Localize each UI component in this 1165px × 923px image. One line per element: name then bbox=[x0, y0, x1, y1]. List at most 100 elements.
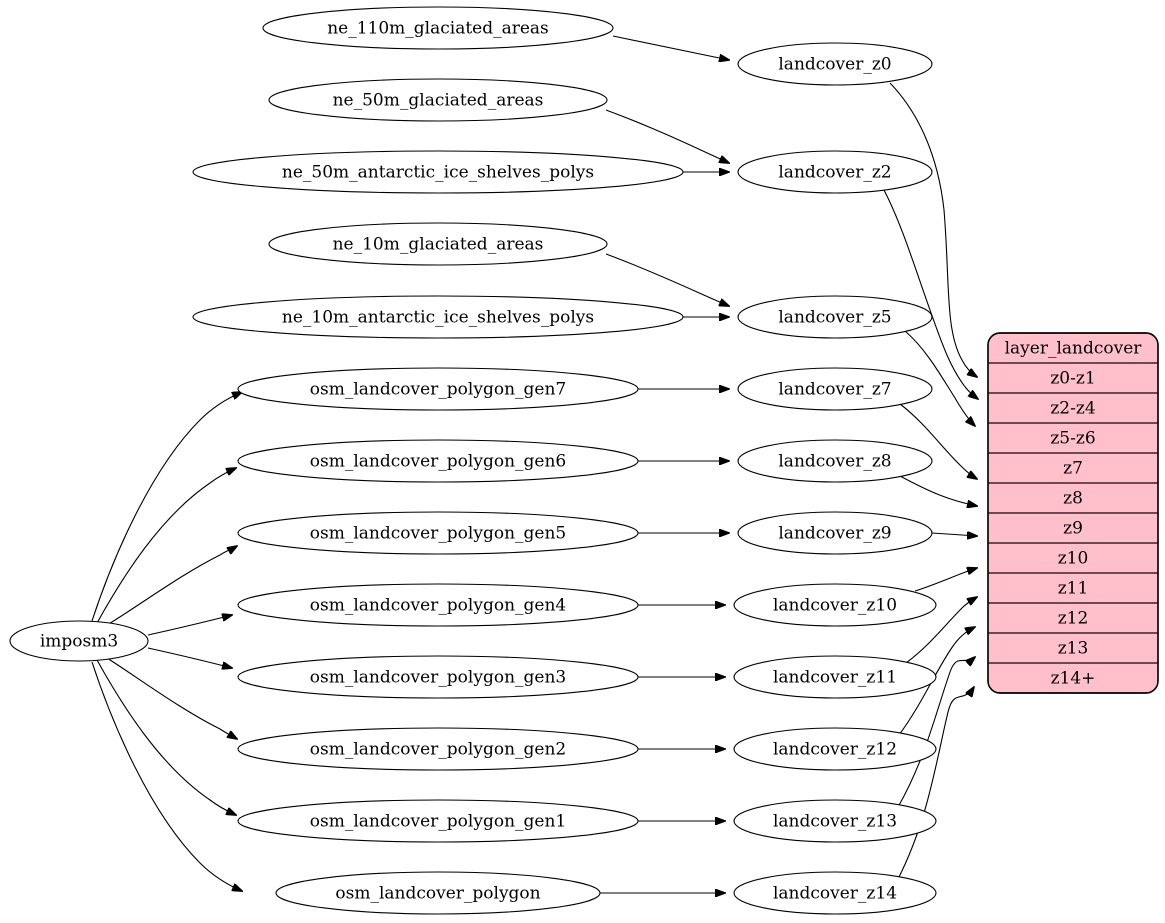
node-gen5[interactable]: osm_landcover_polygon_gen5 bbox=[237, 511, 639, 555]
node-ellipse-lz10 bbox=[733, 583, 937, 627]
node-ellipse-gen1 bbox=[237, 799, 639, 843]
node-label-lz11: landcover_z11 bbox=[773, 668, 897, 688]
node-gen4[interactable]: osm_landcover_polygon_gen4 bbox=[237, 583, 639, 627]
node-ellipse-lz2 bbox=[737, 150, 933, 194]
node-gen6[interactable]: osm_landcover_polygon_gen6 bbox=[237, 439, 639, 483]
record-row-label-2: z5-z6 bbox=[1050, 429, 1095, 449]
node-label-lz13: landcover_z13 bbox=[773, 812, 897, 832]
edge-imposm3-to-gen7 bbox=[91, 392, 242, 622]
record-row-label-9: z13 bbox=[1058, 639, 1089, 659]
edge-imposm3-to-gen3 bbox=[147, 647, 232, 668]
record-row-label-7: z11 bbox=[1058, 579, 1089, 599]
edge-lz14-to-row10 bbox=[897, 687, 974, 880]
node-label-ne50g: ne_50m_glaciated_areas bbox=[333, 91, 544, 111]
node-lz14[interactable]: landcover_z14 bbox=[733, 871, 937, 915]
node-ellipse-lz5 bbox=[737, 295, 933, 339]
node-gen1[interactable]: osm_landcover_polygon_gen1 bbox=[237, 799, 639, 843]
record-row-label-8: z12 bbox=[1058, 609, 1089, 629]
edge-imposm3-to-gen4 bbox=[147, 615, 232, 636]
record-table-title: layer_landcover bbox=[1005, 339, 1143, 359]
node-label-ne10g: ne_10m_glaciated_areas bbox=[333, 235, 544, 255]
edge-lz7-to-row3 bbox=[899, 403, 977, 479]
node-ellipse-lz12 bbox=[733, 727, 937, 771]
node-label-imposm3: imposm3 bbox=[40, 632, 118, 652]
node-ellipse-ne50a bbox=[192, 150, 684, 194]
node-imposm3[interactable]: imposm3 bbox=[9, 620, 149, 662]
record-row-label-0: z0-z1 bbox=[1050, 369, 1095, 389]
edge-imposm3-to-gen2 bbox=[106, 657, 237, 739]
node-label-lz10: landcover_z10 bbox=[773, 596, 897, 616]
node-ne50g[interactable]: ne_50m_glaciated_areas bbox=[268, 78, 608, 122]
node-label-ne50a: ne_50m_antarctic_ice_shelves_polys bbox=[282, 163, 594, 183]
node-label-lz2: landcover_z2 bbox=[778, 163, 891, 183]
node-gen0[interactable]: osm_landcover_polygon bbox=[275, 871, 601, 915]
node-ellipse-lz9 bbox=[737, 511, 933, 555]
node-gen3[interactable]: osm_landcover_polygon_gen3 bbox=[237, 655, 639, 699]
edge-imposm3-to-gen0 bbox=[91, 661, 242, 891]
node-lz9[interactable]: landcover_z9 bbox=[737, 511, 933, 555]
node-gen7[interactable]: osm_landcover_polygon_gen7 bbox=[237, 367, 639, 411]
node-ellipse-lz13 bbox=[733, 799, 937, 843]
node-label-lz9: landcover_z9 bbox=[778, 524, 891, 544]
node-lz12[interactable]: landcover_z12 bbox=[733, 727, 937, 771]
node-label-lz14: landcover_z14 bbox=[773, 884, 897, 904]
edge-layer bbox=[91, 35, 978, 893]
node-ellipse-lz11 bbox=[733, 655, 937, 699]
edge-lz0-to-row0 bbox=[889, 82, 977, 377]
record-row-label-1: z2-z4 bbox=[1050, 399, 1095, 419]
record-table-layer_landcover[interactable]: layer_landcoverz0-z1z2-z4z5-z6z7z8z9z10z… bbox=[987, 332, 1159, 694]
node-label-gen2: osm_landcover_polygon_gen2 bbox=[310, 740, 566, 760]
node-ellipse-lz7 bbox=[737, 367, 933, 411]
node-lz10[interactable]: landcover_z10 bbox=[733, 583, 937, 627]
node-lz8[interactable]: landcover_z8 bbox=[737, 439, 933, 483]
node-label-gen0: osm_landcover_polygon bbox=[335, 884, 540, 904]
node-ellipse-ne50g bbox=[268, 78, 608, 122]
record-row-label-3: z7 bbox=[1063, 459, 1083, 479]
edge-imposm3-to-gen5 bbox=[106, 546, 237, 626]
node-ellipse-gen6 bbox=[237, 439, 639, 483]
edge-lz12-to-row8 bbox=[898, 627, 975, 736]
edge-ne10g-to-lz5 bbox=[605, 253, 729, 306]
node-label-ne10a: ne_10m_antarctic_ice_shelves_polys bbox=[282, 308, 594, 328]
node-label-gen5: osm_landcover_polygon_gen5 bbox=[310, 524, 566, 544]
edge-lz13-to-row9 bbox=[897, 657, 975, 808]
node-ne10a[interactable]: ne_10m_antarctic_ice_shelves_polys bbox=[192, 295, 684, 339]
node-lz11[interactable]: landcover_z11 bbox=[733, 655, 937, 699]
edge-imposm3-to-gen1 bbox=[96, 659, 236, 815]
node-gen2[interactable]: osm_landcover_polygon_gen2 bbox=[237, 727, 639, 771]
node-ne50a[interactable]: ne_50m_antarctic_ice_shelves_polys bbox=[192, 150, 684, 194]
node-ellipse-gen7 bbox=[237, 367, 639, 411]
node-label-gen7: osm_landcover_polygon_gen7 bbox=[310, 380, 566, 400]
node-ellipse-ne10g bbox=[268, 222, 608, 266]
record-table-outline bbox=[987, 332, 1159, 694]
node-label-ne110g: ne_110m_glaciated_areas bbox=[327, 19, 549, 39]
node-ne110g[interactable]: ne_110m_glaciated_areas bbox=[262, 6, 614, 50]
node-label-gen1: osm_landcover_polygon_gen1 bbox=[310, 812, 566, 832]
record-row-label-6: z10 bbox=[1058, 549, 1089, 569]
edge-lz5-to-row2 bbox=[904, 330, 975, 426]
node-lz7[interactable]: landcover_z7 bbox=[737, 367, 933, 411]
edge-imposm3-to-gen6 bbox=[96, 468, 236, 624]
node-ellipse-gen0 bbox=[275, 871, 601, 915]
node-label-gen4: osm_landcover_polygon_gen4 bbox=[310, 596, 566, 616]
node-label-lz8: landcover_z8 bbox=[778, 452, 891, 472]
node-lz2[interactable]: landcover_z2 bbox=[737, 150, 933, 194]
record-row-label-5: z9 bbox=[1063, 519, 1083, 539]
node-lz5[interactable]: landcover_z5 bbox=[737, 295, 933, 339]
node-ellipse-gen2 bbox=[237, 727, 639, 771]
node-lz0[interactable]: landcover_z0 bbox=[737, 42, 933, 86]
edge-lz9-to-row5 bbox=[931, 533, 977, 536]
node-lz13[interactable]: landcover_z13 bbox=[733, 799, 937, 843]
node-label-gen3: osm_landcover_polygon_gen3 bbox=[310, 668, 566, 688]
edge-lz8-to-row4 bbox=[899, 475, 977, 506]
edge-lz10-to-row6 bbox=[914, 568, 977, 592]
record-row-label-10: z14+ bbox=[1051, 669, 1096, 689]
node-label-lz7: landcover_z7 bbox=[778, 380, 891, 400]
node-ellipse-gen3 bbox=[237, 655, 639, 699]
edge-lz2-to-row1 bbox=[883, 189, 978, 399]
node-layer: imposm3 ne_110m_glaciated_areas ne_50m_gla… bbox=[9, 6, 937, 915]
node-ellipse-ne110g bbox=[262, 6, 614, 50]
node-ellipse-gen4 bbox=[237, 583, 639, 627]
node-ne10g[interactable]: ne_10m_glaciated_areas bbox=[268, 222, 608, 266]
